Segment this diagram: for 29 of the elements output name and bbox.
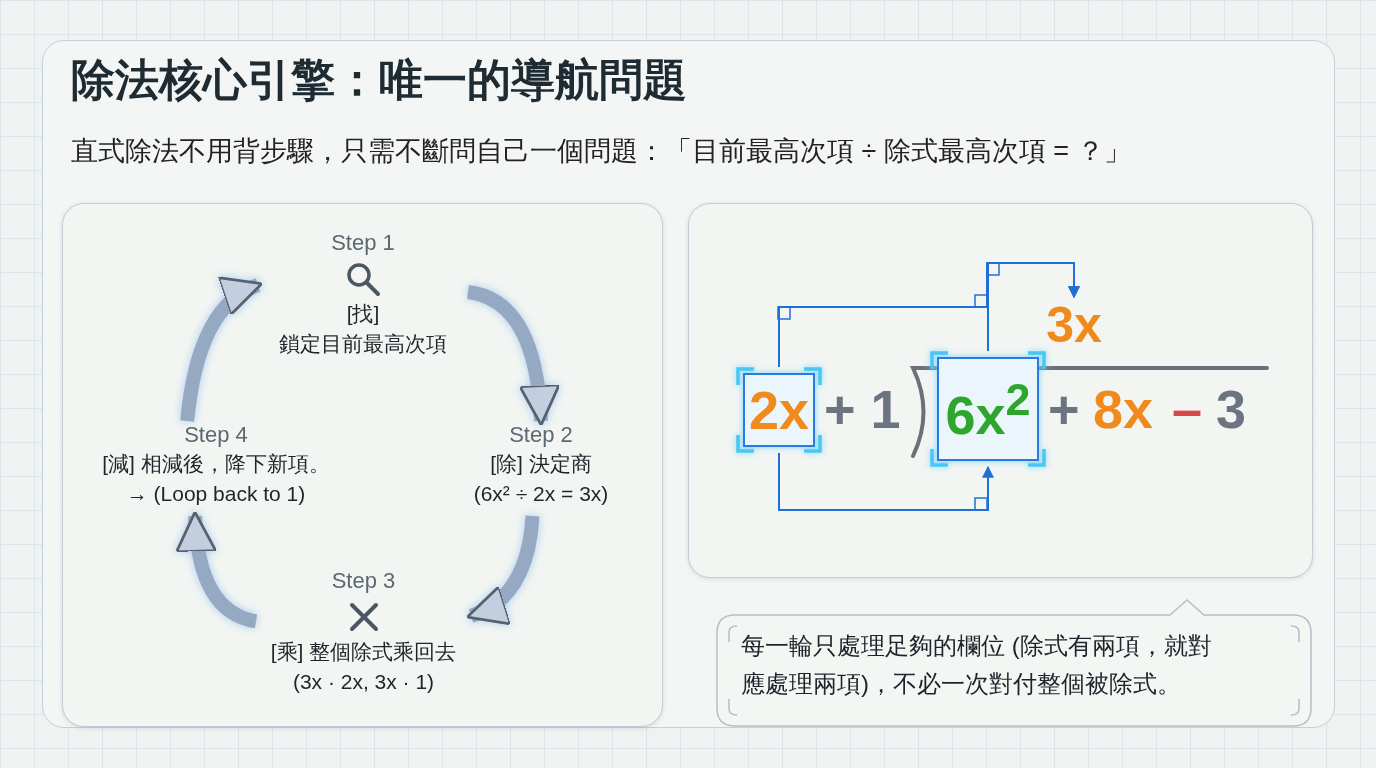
step-detail-text: (3x · 2x, 3x · 1) [292, 669, 435, 695]
math-operator: – [1172, 378, 1203, 441]
curved-arrow [465, 515, 540, 624]
math-operator: + [1048, 378, 1080, 441]
step-action-text: [乘] 整個除式乘回去 [270, 639, 457, 665]
term-text: 2x [748, 383, 810, 437]
step-label: Step 3 [331, 567, 396, 595]
subtitle-text: 直式除法不用背步驟，只需不斷問自己一個問題：「目前最高次項 ÷ 除式最高次項 = ？」 [71, 135, 1131, 168]
math-term: + 1 [824, 378, 901, 441]
step-action-text: [找] [346, 301, 380, 327]
step-label: Step 2 [509, 421, 573, 449]
step-detail-text: (6x² ÷ 2x = 3x) [473, 481, 609, 507]
curved-arrow [180, 278, 263, 422]
math-term: 3 [1216, 378, 1247, 441]
panel-card [62, 203, 663, 727]
term-text: 3x [1046, 300, 1102, 350]
math-term: 8x [1093, 378, 1154, 441]
step-label: Step 1 [331, 229, 395, 257]
step-detail-text: → (Loop back to 1) [126, 481, 306, 507]
panel-card [688, 203, 1313, 578]
step-action-text: [除] 決定商 [490, 451, 592, 477]
slide-title: 除法核心引擎：唯一的導航問題 [71, 54, 687, 106]
term-text: 6x$^{2}$ [945, 376, 1031, 442]
step-label: Step 4 [184, 421, 248, 449]
step-action-text: [減] 相減後，降下新項。 [102, 451, 330, 477]
callout-text: 每一輪只處理足夠的欄位 (除式有兩項，就對應處理兩項)，不必一次對付整個被除式。 [741, 631, 1213, 699]
step-detail-text: 鎖定目前最高次項 [279, 331, 447, 357]
arrow [778, 452, 994, 511]
arrow [987, 262, 1080, 352]
